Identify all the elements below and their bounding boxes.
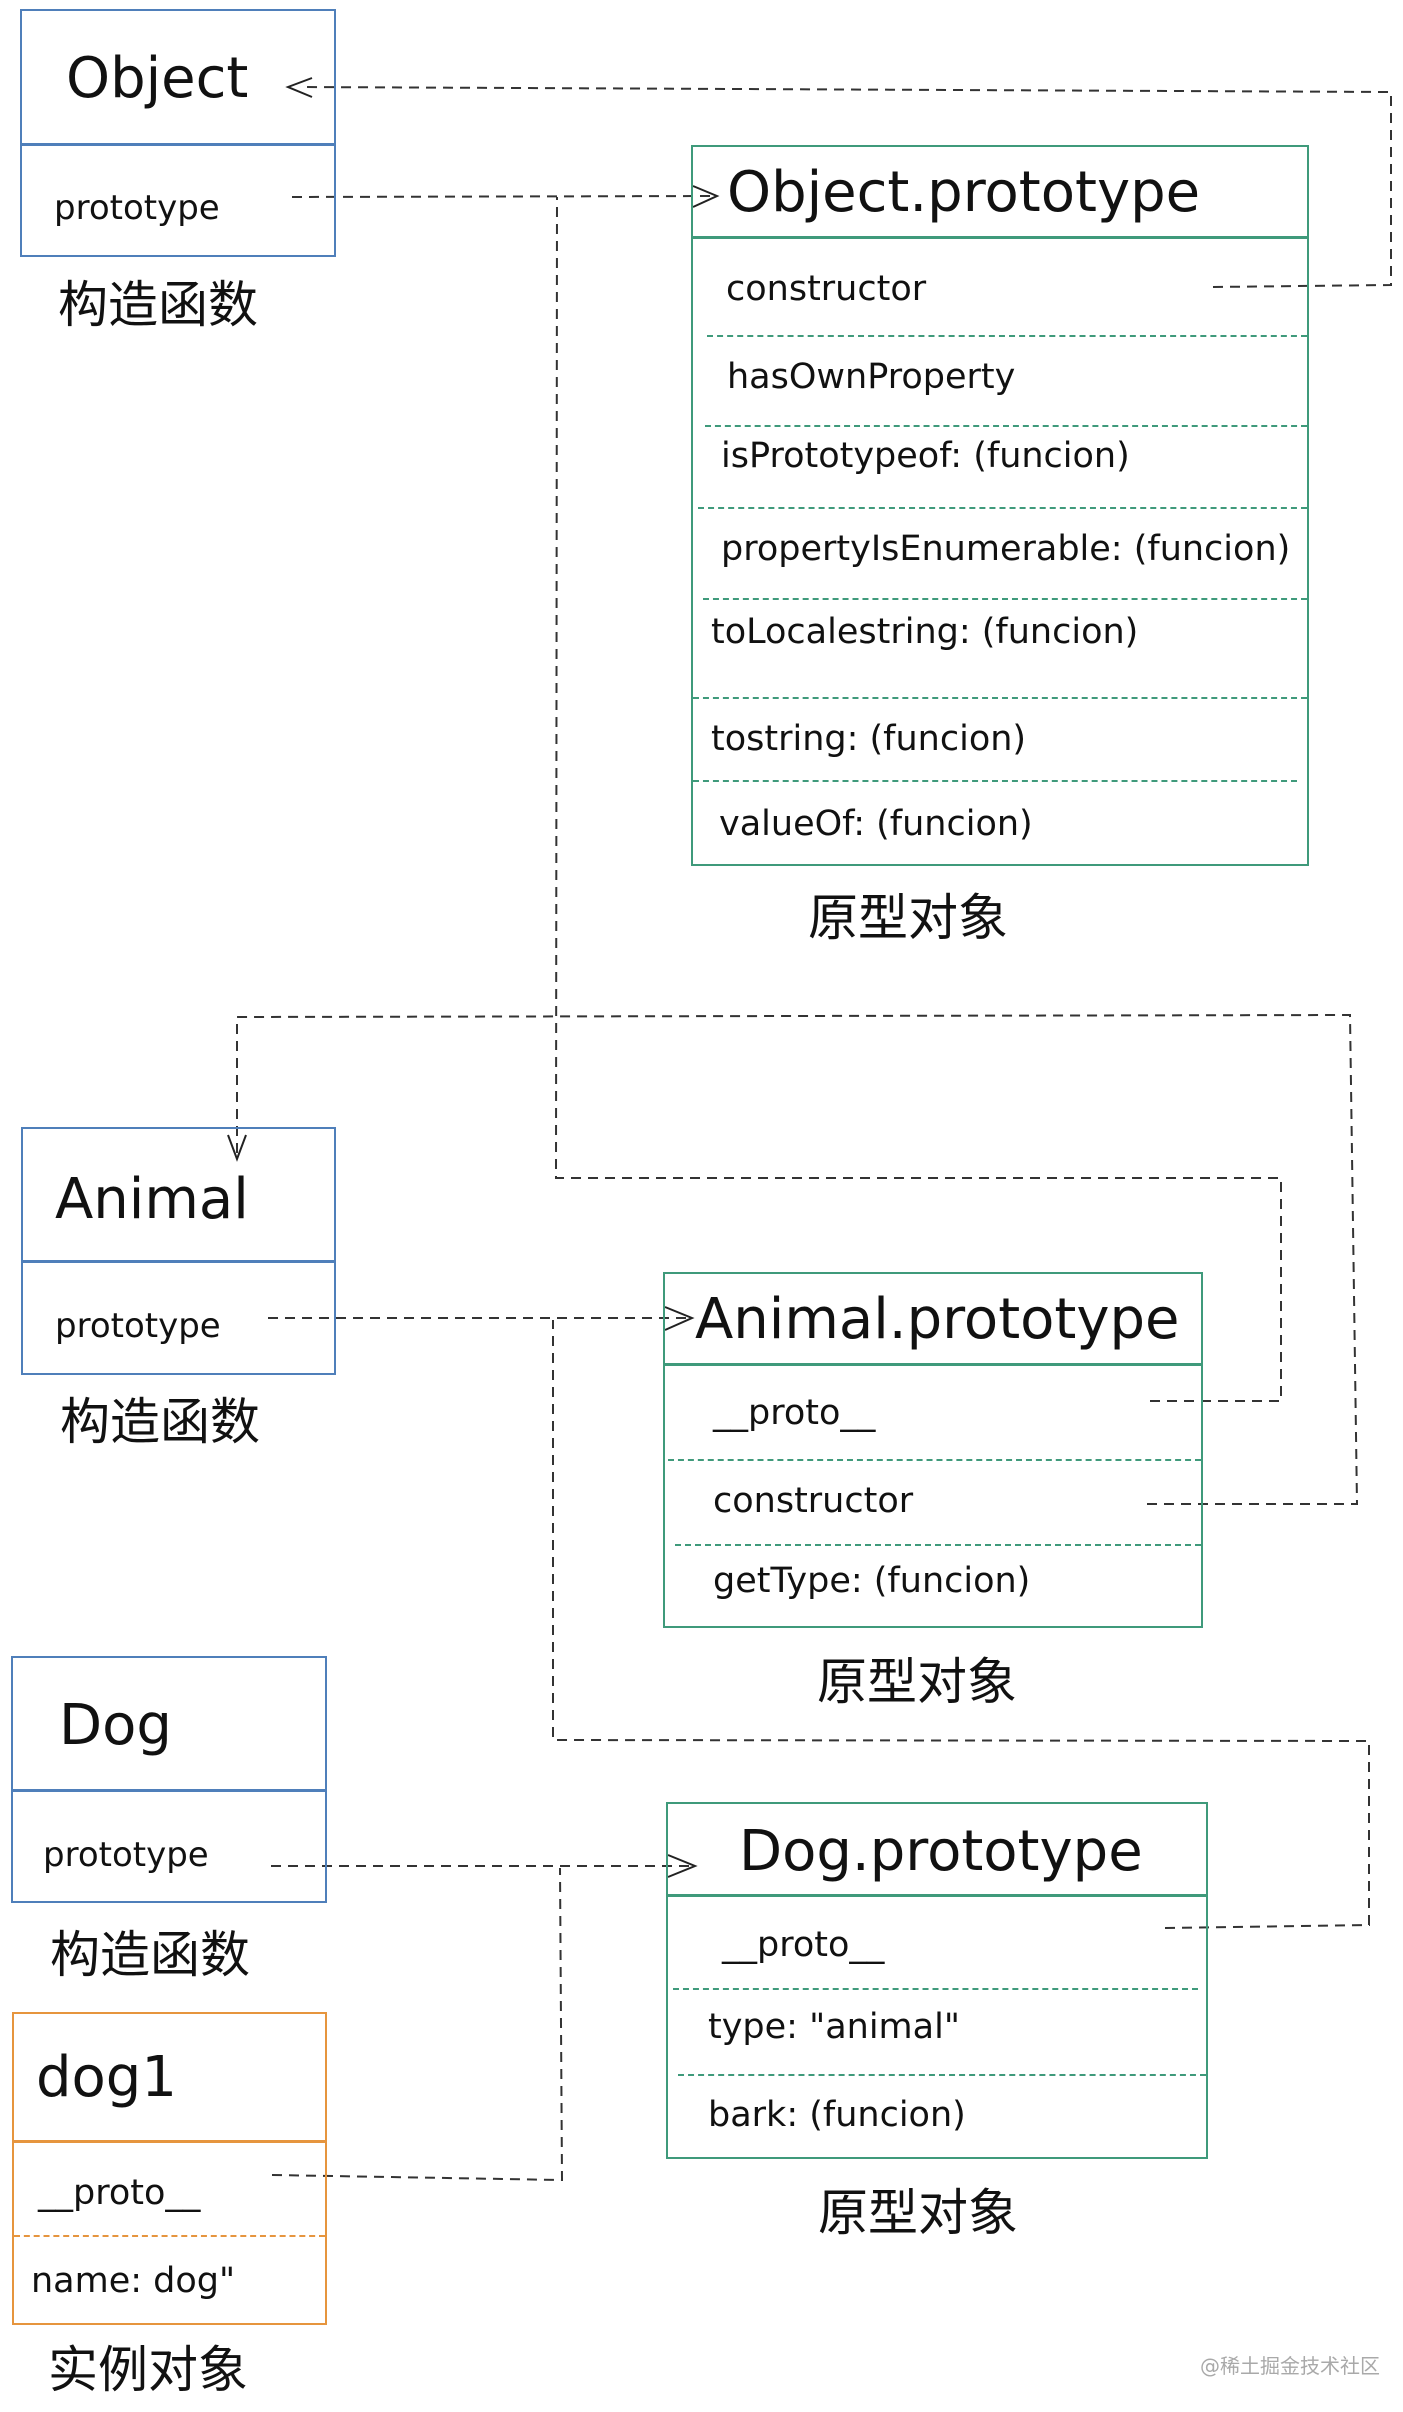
object-prototype-field-tostring: tostring: (funcion) (711, 719, 1027, 759)
arrow-head-to-animal (227, 1134, 247, 1162)
field-divider (675, 1544, 1201, 1546)
dog1-instance-field-proto: __proto__ (38, 2173, 201, 2213)
dog1-instance-title: dog1 (36, 2045, 177, 2110)
link-object-prototype-field (291, 195, 715, 198)
object-prototype-field-hasownproperty: hasOwnProperty (727, 357, 1016, 397)
dog-constructor-field-prototype: prototype (43, 1835, 209, 1875)
dog-prototype-field-bark: bark: (funcion) (708, 2095, 966, 2135)
animal-constructor-title: Animal (55, 1167, 249, 1232)
animal-prototype-field-proto: __proto__ (713, 1393, 876, 1433)
field-divider (698, 507, 1307, 509)
animal-prototype-header: Animal.prototype (665, 1274, 1201, 1366)
object-prototype-field-propertyisenumerable: propertyIsEnumerable: (funcion) (721, 529, 1291, 569)
object-prototype-field-tolocalestring: toLocalestring: (funcion) (711, 612, 1139, 652)
dog-constructor-title: Dog (59, 1693, 172, 1758)
object-prototype-caption: 原型对象 (808, 889, 1008, 947)
link-animal-proto-proto-to-object-prototype (554, 196, 1282, 1402)
object-constructor-title: Object (66, 46, 249, 111)
field-divider (693, 697, 1307, 699)
dog-prototype-field-proto: __proto__ (722, 1925, 885, 1965)
animal-constructor-box[interactable]: Animal prototype (21, 1127, 336, 1375)
field-divider (673, 1988, 1198, 1990)
arrow-head-to-dog-prototype (667, 1854, 698, 1878)
dog1-instance-caption: 实例对象 (48, 2341, 248, 2399)
animal-prototype-box[interactable]: Animal.prototype __proto__ constructor g… (663, 1272, 1203, 1628)
field-divider (668, 1459, 1201, 1461)
dog-prototype-title: Dog.prototype (739, 1819, 1143, 1884)
object-prototype-box[interactable]: Object.prototype constructor hasOwnPrope… (691, 145, 1309, 866)
dog-constructor-caption: 构造函数 (50, 1926, 250, 1984)
object-constructor-caption: 构造函数 (58, 276, 258, 334)
field-divider (678, 2074, 1206, 2076)
object-prototype-field-valueof: valueOf: (funcion) (719, 804, 1033, 844)
dog-constructor-box[interactable]: Dog prototype (11, 1656, 327, 1903)
field-divider (693, 780, 1297, 782)
dog-prototype-caption: 原型对象 (818, 2184, 1018, 2242)
field-divider (14, 2235, 325, 2237)
animal-prototype-title: Animal.prototype (695, 1287, 1180, 1352)
animal-constructor-header: Animal (23, 1129, 334, 1263)
dog1-instance-header: dog1 (14, 2014, 325, 2143)
link-animal-proto-constructor-to-animal (236, 1013, 1359, 1505)
arrow-head-to-animal-prototype (664, 1306, 695, 1331)
watermark: @稀土掘金技术社区 (1200, 2354, 1380, 2378)
field-divider (703, 598, 1307, 600)
arrow-head-to-object (285, 77, 313, 98)
dog-prototype-header: Dog.prototype (668, 1804, 1206, 1897)
object-constructor-header: Object (22, 11, 334, 146)
dog-constructor-header: Dog (13, 1658, 325, 1792)
animal-prototype-field-gettype: getType: (funcion) (713, 1561, 1031, 1601)
animal-constructor-caption: 构造函数 (60, 1393, 260, 1451)
object-constructor-field-prototype: prototype (54, 188, 220, 228)
dog-prototype-box[interactable]: Dog.prototype __proto__ type: "animal" b… (666, 1802, 1208, 2159)
field-divider (705, 425, 1307, 427)
link-dog-proto-proto-to-animal-prototype (552, 1320, 1370, 1929)
link-dog1-proto-to-dog-prototype (271, 1867, 564, 2182)
object-prototype-header: Object.prototype (693, 147, 1307, 239)
dog1-instance-box[interactable]: dog1 __proto__ name: dog" (12, 2012, 327, 2325)
link-object-proto-constructor-to-object (299, 86, 1392, 288)
object-prototype-field-constructor: constructor (726, 269, 927, 309)
animal-prototype-caption: 原型对象 (817, 1653, 1017, 1711)
animal-prototype-field-constructor: constructor (713, 1481, 914, 1521)
arrow-head-to-object-prototype (692, 185, 720, 208)
animal-constructor-field-prototype: prototype (55, 1306, 221, 1346)
object-prototype-field-isprototypeof: isPrototypeof: (funcion) (721, 436, 1130, 476)
object-prototype-title: Object.prototype (727, 160, 1201, 225)
object-constructor-box[interactable]: Object prototype (20, 9, 336, 257)
dog1-instance-field-name: name: dog" (31, 2261, 236, 2301)
field-divider (707, 335, 1307, 337)
dog-prototype-field-type: type: "animal" (708, 2007, 960, 2047)
